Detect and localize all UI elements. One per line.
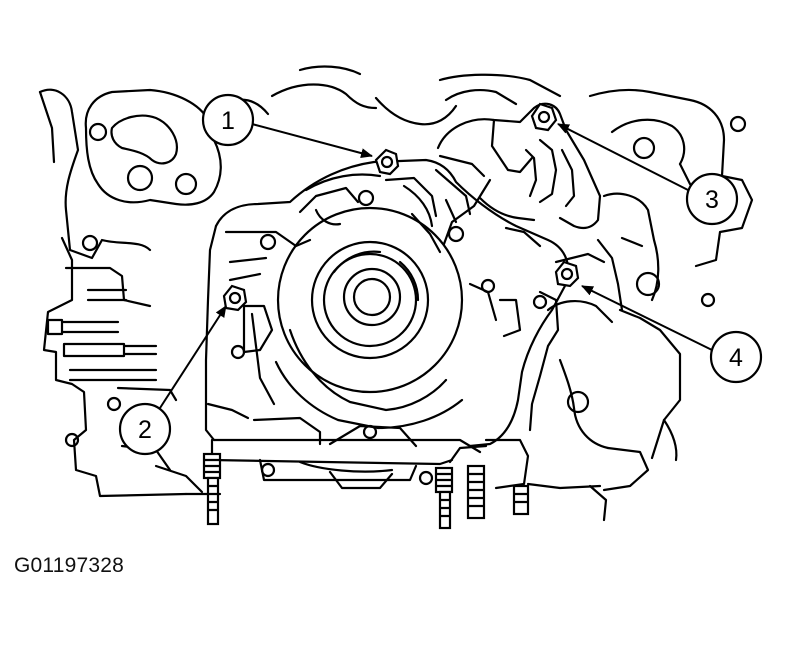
callout-4-label: 4 xyxy=(729,344,743,372)
engine-block-outline xyxy=(38,65,754,522)
bolt-3 xyxy=(530,102,558,132)
callout-leaders xyxy=(159,123,713,409)
callout-3: 3 xyxy=(685,172,739,226)
bolt-4 xyxy=(554,260,580,288)
stud-left xyxy=(202,452,222,526)
callout-1-label: 1 xyxy=(221,107,235,135)
stud-center xyxy=(434,466,454,530)
callout-3-label: 3 xyxy=(705,186,719,214)
callout-2-label: 2 xyxy=(138,416,152,444)
callout-4: 4 xyxy=(709,330,763,384)
callout-1: 1 xyxy=(201,93,255,147)
lower-studs xyxy=(202,452,530,530)
leader-2 xyxy=(159,305,227,409)
bolt-group xyxy=(222,102,580,312)
stud-right-b xyxy=(512,484,530,516)
leader-3 xyxy=(557,123,689,191)
leader-1 xyxy=(251,123,373,158)
bolt-2 xyxy=(222,284,248,312)
stud-right-a xyxy=(466,464,486,520)
figure-id-label: G01197328 xyxy=(14,554,125,577)
callout-2: 2 xyxy=(118,402,172,456)
leader-4 xyxy=(581,285,713,351)
bolt-1 xyxy=(374,148,400,176)
